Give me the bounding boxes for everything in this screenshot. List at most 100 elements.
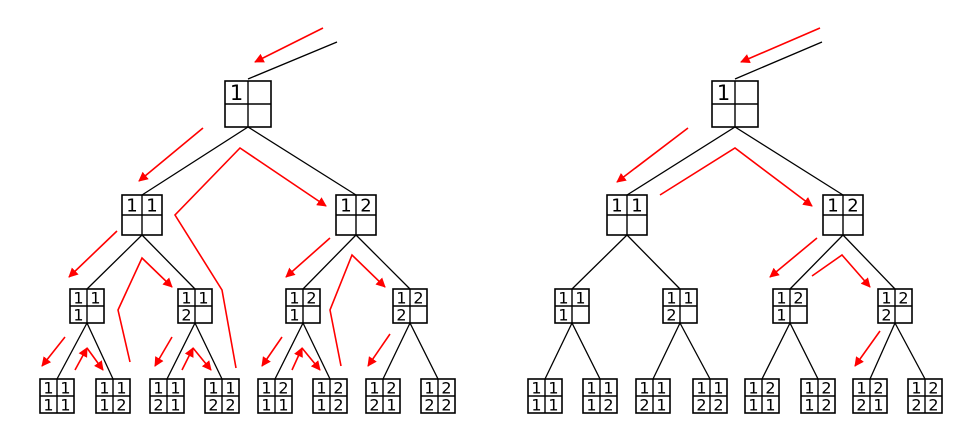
node-cell-value: 1 bbox=[717, 81, 730, 105]
node-cell-value: 1 bbox=[666, 288, 676, 307]
node-cell-value: 1 bbox=[99, 378, 109, 397]
node-cell-value: 1 bbox=[548, 378, 558, 397]
node-cell-value: 2 bbox=[911, 395, 921, 414]
tree-edge bbox=[734, 126, 844, 196]
tree-edge bbox=[302, 322, 331, 380]
node-cell-value: 1 bbox=[603, 378, 613, 397]
node-cell-value: 1 bbox=[170, 378, 180, 397]
node-cell-value: 1 bbox=[611, 195, 622, 216]
node-cell-value: 2 bbox=[603, 395, 613, 414]
tree-edge bbox=[679, 322, 711, 380]
traversal-arrow bbox=[173, 146, 327, 369]
traversal-arrow bbox=[291, 347, 303, 371]
node-cell-value: 1 bbox=[60, 395, 70, 414]
node-cell-value: 2 bbox=[898, 288, 908, 307]
node-cell-value: 2 bbox=[153, 395, 163, 414]
node-cell-value: 1 bbox=[911, 378, 921, 397]
tree-edge bbox=[355, 234, 411, 290]
node-cell-value: 1 bbox=[804, 395, 814, 414]
traversal-arrow bbox=[138, 127, 204, 182]
node-cell-value: 1 bbox=[340, 195, 351, 216]
node-cell-value: 1 bbox=[170, 395, 180, 414]
node-cell-value: 2 bbox=[116, 395, 126, 414]
traversal-arrow bbox=[301, 347, 321, 371]
node-cell-value: 2 bbox=[847, 195, 858, 216]
node-cell-value: 1 bbox=[656, 378, 666, 397]
node-cell-value: 2 bbox=[928, 395, 938, 414]
node-cell-value: 1 bbox=[696, 378, 706, 397]
traversal-arrow bbox=[86, 347, 104, 371]
node-cell-value: 1 bbox=[424, 378, 434, 397]
node-cell-value: 1 bbox=[230, 81, 243, 105]
node-cell-value: 1 bbox=[558, 305, 568, 324]
node-cell-value: 1 bbox=[316, 395, 326, 414]
node-cell-value: 1 bbox=[73, 305, 83, 324]
node-cell-value: 1 bbox=[261, 378, 271, 397]
tree-edge bbox=[302, 234, 357, 290]
tree-edge bbox=[274, 322, 304, 380]
node-cell-value: 1 bbox=[586, 395, 596, 414]
node-cell-value: 2 bbox=[928, 378, 938, 397]
traversal-arrow bbox=[616, 127, 689, 183]
node-cell-value: 1 bbox=[748, 378, 758, 397]
traversal-arrow bbox=[68, 230, 118, 278]
node-cell-value: 1 bbox=[73, 288, 83, 307]
node-cell-value: 1 bbox=[208, 378, 218, 397]
tree-node: 1 bbox=[224, 80, 272, 128]
tree-edge bbox=[141, 234, 196, 290]
node-cell-value: 2 bbox=[856, 395, 866, 414]
node-cell-value: 1 bbox=[369, 378, 379, 397]
traversal-arrow bbox=[659, 147, 813, 207]
node-cell-value: 1 bbox=[631, 195, 642, 216]
node-cell-value: 1 bbox=[181, 288, 191, 307]
tree-edge bbox=[86, 234, 143, 290]
traversal-arrow bbox=[285, 237, 331, 278]
node-cell-value: 1 bbox=[153, 378, 163, 397]
node-cell-value: 2 bbox=[765, 378, 775, 397]
traversal-arrow bbox=[740, 27, 821, 63]
node-cell-value: 1 bbox=[90, 288, 100, 307]
node-cell-value: 1 bbox=[683, 288, 693, 307]
tree-edges bbox=[56, 41, 926, 380]
node-cell-value: 1 bbox=[856, 378, 866, 397]
traversal-arrow bbox=[854, 330, 881, 367]
node-cell-value: 2 bbox=[441, 395, 451, 414]
node-cell-value: 2 bbox=[369, 395, 379, 414]
tree-edge bbox=[571, 234, 628, 290]
entry-edge bbox=[247, 41, 338, 80]
node-cell-value: 1 bbox=[225, 378, 235, 397]
node-cell-value: 2 bbox=[333, 378, 343, 397]
traversal-arrow bbox=[192, 347, 212, 371]
node-cell-value: 2 bbox=[386, 378, 396, 397]
node-cell-value: 1 bbox=[881, 288, 891, 307]
node-cell-value: 1 bbox=[43, 395, 53, 414]
node-cell-value: 2 bbox=[396, 305, 406, 324]
tree-edge bbox=[842, 234, 896, 290]
tree-edge bbox=[789, 322, 819, 380]
tree-edge bbox=[141, 126, 249, 196]
node-cell-value: 2 bbox=[181, 305, 191, 324]
tree-edge bbox=[56, 322, 88, 380]
traversal-arrow bbox=[154, 336, 173, 367]
node-cell-value: 1 bbox=[261, 395, 271, 414]
node-cell-value: 1 bbox=[116, 378, 126, 397]
tree-edge bbox=[382, 322, 411, 380]
node-cell-value: 2 bbox=[225, 395, 235, 414]
node-cell-value: 2 bbox=[821, 395, 831, 414]
tree-edge bbox=[247, 126, 357, 196]
node-cell-value: 2 bbox=[793, 288, 803, 307]
